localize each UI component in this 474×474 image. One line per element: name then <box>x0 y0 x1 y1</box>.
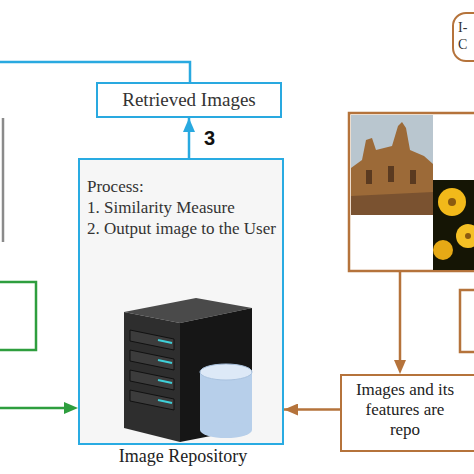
flower <box>456 224 474 248</box>
store-arrow-line <box>399 271 402 362</box>
storage-box: Images and its features are repo <box>340 374 474 452</box>
partial-box-edge <box>2 118 5 242</box>
node-text-line: 1. Similarity Measure <box>87 197 276 218</box>
node-text: I- C <box>458 19 474 53</box>
flower <box>433 240 453 260</box>
partial-green-box <box>0 282 36 350</box>
cathedral-window <box>410 170 416 184</box>
image-collection <box>349 113 474 271</box>
edge-label: 3 <box>204 127 215 149</box>
user-box: I- C <box>452 12 474 62</box>
partial-brown-box <box>460 290 474 352</box>
user-return-line <box>0 62 190 82</box>
cathedral-window <box>366 170 372 184</box>
node-text: Images and its features are repo <box>352 380 458 440</box>
cathedral-building <box>351 122 433 215</box>
flower-center <box>465 233 471 239</box>
node-text-line: Image Repository <box>60 446 306 466</box>
repository-box: Process:1. Similarity Measure2. Output i… <box>78 158 284 445</box>
flower-center <box>448 198 456 206</box>
node-text: Process: <box>87 176 276 197</box>
cathedral-base <box>351 192 433 215</box>
node-text: Retrieved Images <box>98 84 280 115</box>
store-arrow-head <box>394 360 406 374</box>
image-collection-frame <box>349 113 474 271</box>
flower <box>438 188 466 216</box>
connector-arrow <box>284 408 340 411</box>
query-arrow-line <box>0 407 66 410</box>
cathedral-sky <box>351 115 433 215</box>
flower-photo <box>433 180 474 270</box>
node-text-line: 2. Output image to the User <box>87 218 276 239</box>
result-box: Retrieved Images <box>96 82 282 118</box>
connector-arrow <box>188 118 191 158</box>
query-arrow-head <box>64 402 78 414</box>
cathedral-window <box>388 166 394 182</box>
